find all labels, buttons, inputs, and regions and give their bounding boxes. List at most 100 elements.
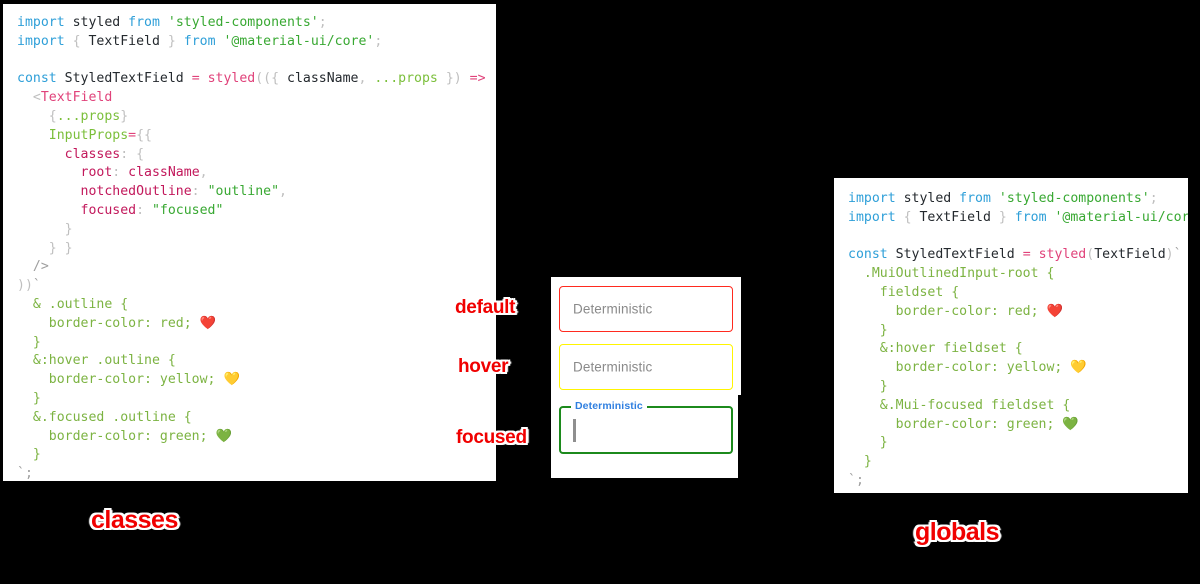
code-token: border-color: green; <box>848 416 1063 432</box>
code-token: from <box>183 33 216 49</box>
code-token: `; <box>848 472 864 488</box>
code-token: styled <box>895 191 960 206</box>
code-token: styled <box>1038 247 1087 263</box>
code-token: 'styled-components' <box>167 15 319 30</box>
textfield-hover[interactable]: Deterministic <box>559 344 733 390</box>
code-token: &.Mui-focused fieldset { <box>848 397 1071 413</box>
code-token: : { <box>120 146 145 162</box>
heart-emoji: 💛 <box>1070 360 1087 376</box>
code-line: } <box>848 322 1188 341</box>
code-token <box>17 90 33 105</box>
code-line: .MuiOutlinedInput-root { <box>848 265 1188 284</box>
code-token: import <box>848 209 896 225</box>
code-token: '@material-ui/core' <box>223 33 375 49</box>
code-line: `; <box>848 472 1188 491</box>
code-token: ` <box>32 278 41 294</box>
code-token: styled <box>207 71 256 87</box>
code-line: import styled from 'styled-components'; <box>17 14 496 33</box>
code-token: } <box>990 209 1015 225</box>
code-line: } <box>17 446 496 465</box>
code-token: ; <box>374 33 383 49</box>
textfield-focused[interactable]: Deterministic <box>559 400 733 454</box>
code-token: }) <box>437 71 470 87</box>
annotation-focused: focused <box>456 427 527 448</box>
textfield-default[interactable]: Deterministic <box>559 286 733 332</box>
code-line: `; <box>17 465 496 481</box>
code-token: = <box>191 71 200 87</box>
code-line <box>848 228 1188 247</box>
code-token: import <box>17 15 65 30</box>
textfield-default-label: Deterministic <box>573 301 653 317</box>
code-line: } } <box>17 240 496 259</box>
code-token: : <box>136 202 152 218</box>
code-token <box>160 15 168 30</box>
code-token: (({ <box>255 71 287 87</box>
annotation-default: default <box>455 297 516 318</box>
code-token: & .outline { <box>17 296 129 312</box>
code-line: } <box>17 390 496 409</box>
code-token: root <box>17 165 113 181</box>
code-token: fieldset { <box>848 284 960 300</box>
code-line: border-color: yellow; 💛 <box>17 371 496 390</box>
code-token: TextField <box>919 209 991 225</box>
code-token: &:hover .outline { <box>17 353 176 369</box>
code-token: import <box>17 33 65 49</box>
textfield-focused-floating-label: Deterministic <box>571 400 647 412</box>
code-token: StyledTextField <box>887 247 1023 263</box>
code-token: const <box>848 247 888 263</box>
code-token: {{ <box>136 127 152 143</box>
annotation-globals-caption: globals <box>915 518 1000 546</box>
code-token: TextField <box>88 33 160 49</box>
code-token: } <box>159 33 184 49</box>
code-line: } <box>848 378 1188 397</box>
code-token: from <box>1014 209 1047 225</box>
code-line: } <box>17 334 496 353</box>
code-token <box>991 191 999 206</box>
code-token: )) <box>17 278 33 294</box>
code-token: notchedOutline <box>17 184 192 200</box>
code-token: ( <box>1086 247 1095 263</box>
code-line: border-color: red; ❤️ <box>17 315 496 334</box>
code-line <box>17 52 496 71</box>
code-token: , <box>279 184 287 200</box>
code-token: { <box>64 33 89 49</box>
code-token: < <box>32 90 41 106</box>
code-token: focused <box>17 202 137 218</box>
code-token: from <box>128 15 160 30</box>
code-token: ; <box>1149 191 1158 206</box>
heart-emoji: ❤️ <box>199 315 217 331</box>
code-token: classes <box>17 146 121 162</box>
code-token: } <box>17 334 41 350</box>
code-token: ( <box>486 71 496 86</box>
code-line: } <box>17 221 496 240</box>
code-line: } <box>848 434 1188 453</box>
globals-code-panel: import styled from 'styled-components';i… <box>834 178 1188 493</box>
code-token: } <box>848 454 872 470</box>
code-token: { <box>17 108 57 124</box>
code-token: "focused" <box>151 202 224 218</box>
code-token: from <box>959 191 991 206</box>
code-line: const StyledTextField = styled(TextField… <box>848 246 1188 265</box>
code-line: import { TextField } from '@material-ui/… <box>17 33 496 52</box>
code-line: & .outline { <box>17 296 496 315</box>
heart-emoji: ❤️ <box>1046 303 1063 319</box>
code-token: StyledTextField <box>56 71 192 87</box>
code-line: import { TextField } from '@material-ui/… <box>848 209 1188 228</box>
code-token: = <box>1022 247 1031 263</box>
code-token: InputProps <box>17 127 129 143</box>
code-token: ...props <box>56 108 121 124</box>
code-line: &.Mui-focused fieldset { <box>848 397 1188 416</box>
code-token: TextField <box>40 90 113 106</box>
code-line: &:hover fieldset { <box>848 340 1188 359</box>
code-token: } <box>17 390 41 406</box>
code-token: className <box>128 165 200 181</box>
code-token: className <box>287 71 359 87</box>
code-line: border-color: green; 💚 <box>848 416 1188 435</box>
code-token: const <box>17 71 57 87</box>
code-token: = <box>128 127 137 143</box>
code-token: .MuiOutlinedInput-root { <box>848 266 1055 282</box>
code-token: &:hover fieldset { <box>848 341 1023 357</box>
code-line: border-color: green; 💚 <box>17 428 496 447</box>
textfield-demo-stack: Deterministic Deterministic Deterministi… <box>551 277 741 478</box>
code-token: } <box>848 322 888 338</box>
